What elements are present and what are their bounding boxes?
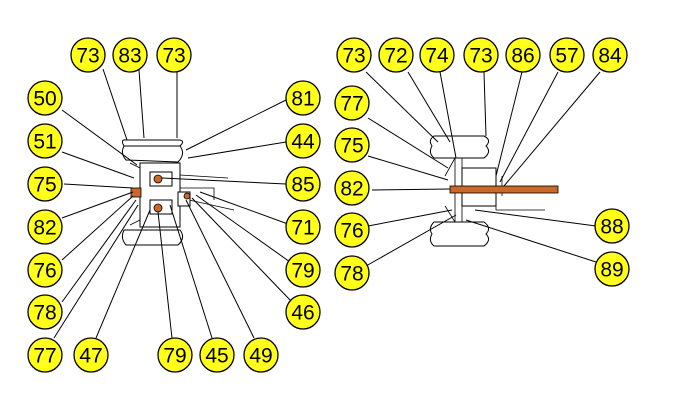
svg-text:79: 79 [163,345,186,368]
svg-text:88: 88 [600,216,623,239]
callout-76-right: 76 [334,212,370,248]
callout-45: 45 [199,337,235,373]
callout-82-right: 82 [334,170,370,206]
svg-text:82: 82 [33,217,56,240]
left-callouts: 73 83 73 50 51 75 82 76 78 77 47 [27,37,321,373]
svg-text:46: 46 [291,302,314,325]
callout-49: 49 [243,337,279,373]
left-leader-lines [53,68,291,339]
svg-text:79: 79 [291,260,314,283]
svg-text:73: 73 [469,45,492,68]
left-assembly-drawing [121,139,235,246]
callout-74: 74 [419,37,455,73]
right-assembly-drawing [429,135,559,247]
svg-text:82: 82 [340,178,363,201]
svg-text:78: 78 [340,263,363,286]
callout-82-left: 82 [27,209,63,245]
right-leader-lines [365,71,601,267]
svg-text:77: 77 [340,93,363,116]
callout-79-right: 79 [285,252,321,288]
callout-73-right-b: 73 [463,37,499,73]
callout-72: 72 [378,37,414,73]
svg-text:89: 89 [600,259,623,282]
callout-79-bottom: 79 [157,337,193,373]
svg-text:73: 73 [162,45,185,68]
svg-text:51: 51 [33,131,56,154]
callout-57: 57 [549,37,585,73]
callout-85: 85 [285,166,321,202]
callout-47: 47 [73,337,109,373]
svg-text:73: 73 [342,45,365,68]
svg-text:75: 75 [340,135,363,158]
svg-text:77: 77 [33,345,56,368]
callout-51: 51 [27,123,63,159]
svg-text:78: 78 [33,302,56,325]
svg-text:50: 50 [33,88,56,111]
callout-76-left: 76 [27,252,63,288]
svg-text:45: 45 [205,345,228,368]
svg-text:72: 72 [384,45,407,68]
callout-77-right: 77 [334,85,370,121]
callout-73-right-a: 73 [336,37,372,73]
svg-text:49: 49 [249,345,272,368]
callout-46: 46 [285,294,321,330]
callout-88: 88 [594,208,630,244]
callout-78-left: 78 [27,294,63,330]
callout-73-left-b: 73 [156,37,192,73]
callout-84: 84 [592,37,628,73]
callout-89: 89 [594,251,630,287]
callout-86: 86 [505,37,541,73]
callout-81: 81 [285,80,321,116]
callout-75-right: 75 [334,127,370,163]
svg-text:86: 86 [511,45,534,68]
svg-text:73: 73 [76,45,99,68]
svg-text:57: 57 [555,45,578,68]
svg-text:84: 84 [598,45,622,68]
callout-50: 50 [27,80,63,116]
svg-text:74: 74 [425,45,449,68]
callout-77-left: 77 [27,337,63,373]
svg-text:85: 85 [291,174,314,197]
svg-text:44: 44 [291,131,315,154]
callout-83: 83 [112,37,148,73]
callout-73-left-a: 73 [70,37,106,73]
svg-text:76: 76 [33,260,56,283]
svg-text:81: 81 [291,88,314,111]
callout-78-right: 78 [334,255,370,291]
svg-text:75: 75 [33,174,56,197]
svg-text:71: 71 [291,217,314,240]
svg-text:47: 47 [79,345,102,368]
callout-71: 71 [285,209,321,245]
right-callouts: 73 72 74 73 86 57 84 77 75 82 76 [334,37,630,291]
callout-75-left: 75 [27,166,63,202]
callout-44: 44 [285,123,321,159]
svg-text:83: 83 [118,45,141,68]
svg-text:76: 76 [340,220,363,243]
